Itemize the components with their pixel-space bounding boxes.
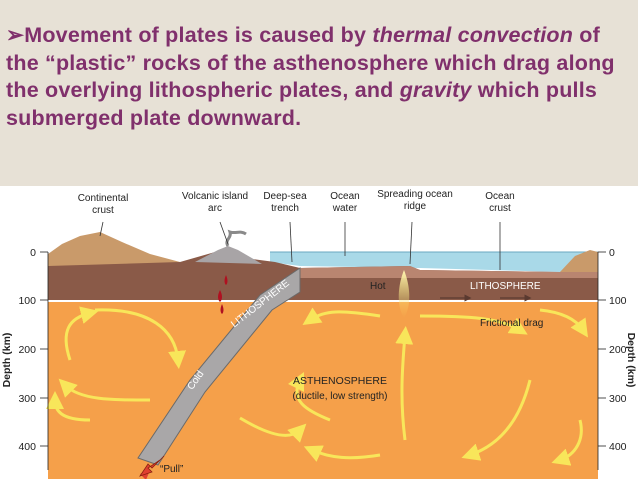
- tick-left-100: 100: [18, 295, 36, 307]
- label-hot: Hot: [370, 281, 386, 292]
- depth-axis-title-right: Depth (km): [625, 333, 637, 388]
- leader-ridge: [409, 221, 413, 265]
- tick-right-100: 100: [609, 295, 627, 307]
- label-frictional-drag: Frictional drag: [480, 318, 543, 329]
- leader-trench: [289, 221, 293, 263]
- magma-blob-1: [218, 290, 222, 302]
- convection-arrow-1: [94, 308, 187, 369]
- bullet-icon: ➢: [6, 23, 25, 47]
- heading-seg-5: which pulls submerged plate downward.: [6, 78, 598, 130]
- depth-axis-title-left: Depth (km): [1, 333, 13, 388]
- magma-blob-2: [220, 304, 224, 314]
- subducting-slab: [137, 267, 301, 466]
- convection-arrow-5: [302, 307, 381, 325]
- convection-arrow-11: [551, 419, 583, 466]
- convection-arrow-6: [287, 371, 331, 422]
- convection-arrow-7: [239, 416, 307, 443]
- slide-header: ➢Movement of plates is caused by thermal…: [0, 0, 638, 186]
- ridge-plume: [398, 270, 410, 318]
- label-pull: “Pull”: [160, 464, 183, 475]
- tick-right-300: 300: [609, 393, 627, 405]
- convection-arrow-9: [539, 308, 588, 338]
- convection-arrow-4: [46, 391, 91, 422]
- tick-left-400: 400: [18, 441, 36, 453]
- heading-seg-2: thermal convection: [372, 23, 574, 47]
- heading-seg-1: Movement of plates is caused by: [24, 23, 373, 47]
- volcanic-arc: [195, 246, 262, 264]
- convection-arrow-13: [303, 445, 381, 462]
- tick-left-200: 200: [18, 344, 36, 356]
- convection-arrow-8: [419, 314, 528, 335]
- tick-right-400: 400: [609, 441, 627, 453]
- heading-seg-3: of the “plastic” rocks of the asthenosph…: [6, 23, 615, 102]
- label-lithosphere-right: LITHOSPHERE: [470, 281, 541, 292]
- tick-left-300: 300: [18, 393, 36, 405]
- heading-text: ➢Movement of plates is caused by thermal…: [6, 22, 630, 132]
- convection-arrow-10: [461, 379, 532, 461]
- ocean-water: [270, 252, 598, 272]
- ocean-crust-band: [300, 266, 598, 278]
- convection-arrow-2: [64, 306, 99, 361]
- label-asthenosphere-note: (ductile, low strength): [292, 391, 387, 402]
- pull-arrow-body: [139, 455, 165, 477]
- right-continent: [560, 250, 598, 272]
- convection-arrow-3: [58, 378, 151, 402]
- depth-axis-left: 0 100 200 300 400 Depth (km): [1, 247, 49, 470]
- tick-right-200: 200: [609, 344, 627, 356]
- convection-arrow-12: [395, 326, 414, 441]
- volcano-smoke: [225, 229, 247, 247]
- tick-left-0: 0: [30, 247, 36, 259]
- depth-axis-right: 0 100 200 300 400 Depth (km): [597, 247, 637, 470]
- magma-blob-3: [224, 275, 228, 285]
- label-asthenosphere: ASTHENOSPHERE: [293, 375, 387, 387]
- leader-continental-crust: [99, 221, 104, 237]
- continental-crust: [48, 232, 180, 266]
- leader-volcanic-arc: [219, 221, 229, 245]
- tick-right-0: 0: [609, 247, 615, 259]
- heading-seg-4: gravity: [399, 78, 472, 102]
